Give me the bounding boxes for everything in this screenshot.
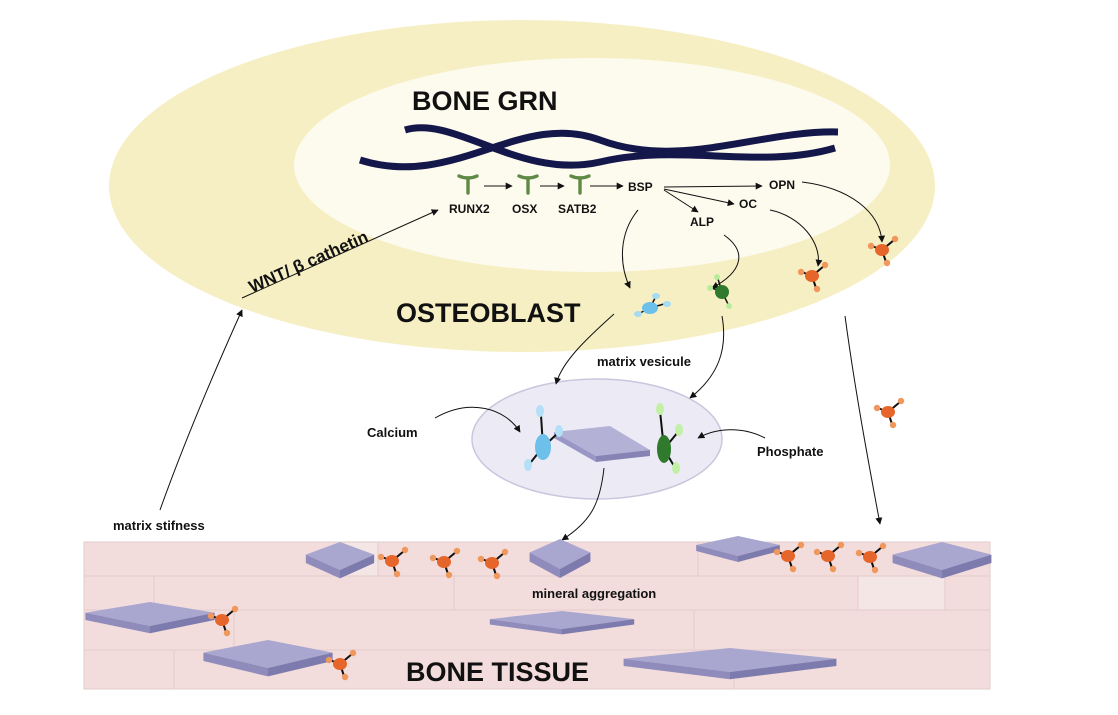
gene-alp: ALP [690,215,714,229]
mineral-crystal-icon [554,426,650,462]
gene-runx2: RUNX2 [449,202,490,216]
bone-tissue-label: BONE TISSUE [406,657,589,687]
vesicle-label: matrix vesicule [597,354,691,369]
phosphate-molecule-icon [707,274,732,309]
gene-satb2: SATB2 [558,202,597,216]
calcium-label: Calcium [367,425,418,440]
aggregation-label: mineral aggregation [532,586,656,601]
osteoblast-label: OSTEOBLAST [396,298,581,328]
calcium-molecule-icon [634,293,671,317]
gene-bsp: BSP [628,180,653,194]
phosphate-molecule-icon [656,403,683,474]
phosphate-label: Phosphate [757,444,823,459]
wnt-arrow [241,209,439,299]
gene-osx: OSX [512,202,537,216]
product-arrows [621,181,886,289]
gene-opn: OPN [769,178,795,192]
grn-edges [484,182,763,213]
calcium-molecule-icon [524,405,563,471]
dna-helix-icon [358,124,839,171]
gene-oc: OC [739,197,757,211]
grn-title: BONE GRN [412,86,558,116]
stiffness-label: matrix stifness [113,518,205,533]
